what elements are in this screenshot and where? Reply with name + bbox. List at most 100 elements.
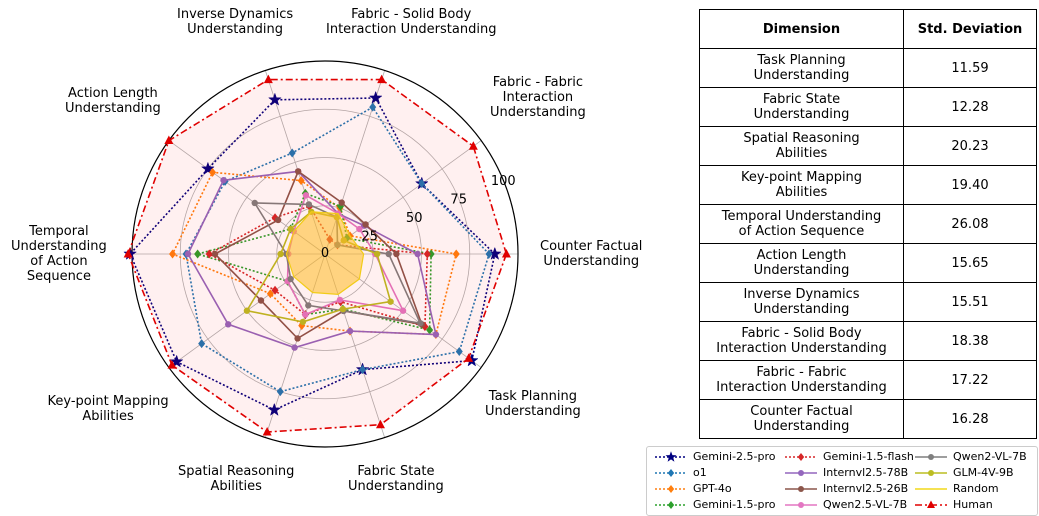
dimension-cell: Fabric - Solid Body Interaction Understa…: [699, 321, 904, 361]
dimension-cell: Counter Factual Understanding: [699, 399, 904, 439]
dimension-cell: Action Length Understanding: [699, 243, 904, 283]
data-point: [368, 90, 383, 104]
legend-label: Internvl2.5-78B: [823, 466, 909, 479]
std-deviation-table: Dimension Std. Deviation Task Planning U…: [699, 9, 1037, 439]
radial-tick-label: 100: [491, 174, 516, 189]
legend-swatch: [915, 470, 947, 476]
legend-swatch: [655, 485, 687, 493]
table-row: Fabric - Solid Body Interaction Understa…: [699, 321, 1037, 361]
legend-swatch: [655, 451, 687, 462]
dimension-cell: Temporal Understanding of Action Sequenc…: [699, 204, 904, 244]
dimension-cell: Task Planning Understanding: [699, 48, 904, 88]
data-point: [455, 347, 463, 357]
data-point: [198, 339, 206, 349]
data-point: [184, 250, 192, 258]
axis-label: Fabric State Understanding: [348, 464, 444, 494]
data-point: [468, 141, 478, 150]
data-point: [501, 249, 511, 258]
legend-label: o1: [693, 466, 707, 479]
std-deviation-cell: 20.23: [903, 126, 1037, 166]
legend-label: GPT-4o: [693, 482, 732, 495]
data-point: [288, 148, 296, 158]
data-point: [432, 331, 440, 338]
dimension-cell: Spatial Reasoning Abilities: [699, 126, 904, 166]
data-point: [263, 74, 273, 84]
legend-swatch: [655, 501, 687, 509]
std-deviation-cell: 15.51: [903, 282, 1037, 322]
legend-label: GLM-4V-9B: [953, 466, 1014, 479]
legend-marker: [798, 502, 804, 508]
data-point: [346, 327, 354, 335]
data-point: [287, 275, 294, 283]
legend-marker: [927, 500, 935, 508]
data-point: [338, 199, 345, 206]
legend-marker: [928, 470, 934, 476]
axis-label: Inverse Dynamics Understanding: [177, 7, 294, 37]
data-point: [414, 250, 421, 258]
legend-marker: [798, 470, 804, 476]
random-area: [286, 211, 364, 295]
std-deviation-cell: 18.38: [903, 321, 1037, 361]
data-point: [362, 221, 369, 228]
data-point: [377, 74, 387, 84]
data-point: [224, 321, 232, 328]
legend-swatch: [915, 488, 947, 490]
dimension-cell: Fabric - Fabric Interaction Understandin…: [699, 360, 904, 400]
data-point: [164, 135, 174, 145]
std-deviation-cell: 12.28: [903, 87, 1037, 127]
data-point: [262, 427, 272, 436]
legend-swatch: [655, 469, 687, 477]
data-point: [291, 344, 298, 351]
data-point: [336, 296, 344, 304]
column-header-std-deviation: Std. Deviation: [903, 9, 1037, 49]
data-point: [356, 225, 363, 233]
data-point: [220, 177, 227, 184]
data-point: [302, 311, 309, 318]
data-point: [287, 225, 294, 233]
data-point: [302, 192, 310, 199]
data-point: [369, 102, 377, 112]
axis-label: Key-point Mapping Abilities: [47, 394, 169, 424]
dimension-cell: Key-point Mapping Abilities: [699, 165, 904, 205]
data-point: [299, 318, 307, 326]
table-header-row: Dimension Std. Deviation: [699, 9, 1037, 49]
std-deviation-cell: 26.08: [903, 204, 1037, 244]
radial-tick-label: 0: [321, 246, 329, 261]
data-point: [266, 289, 274, 299]
legend-label: Gemini-2.5-pro: [693, 450, 776, 463]
axis-label: Fabric - Solid Body Interaction Understa…: [326, 7, 497, 37]
data-point: [385, 250, 392, 258]
data-point: [271, 285, 279, 295]
legend-marker: [797, 453, 805, 461]
radial-tick-label: 75: [450, 193, 467, 208]
legend-marker: [667, 485, 675, 493]
legend-swatch: [785, 486, 817, 492]
axis-label: Counter Factual Understanding: [540, 239, 643, 269]
data-point: [294, 168, 302, 175]
series-line: [285, 211, 365, 296]
data-point: [464, 353, 474, 362]
legend-swatch: [915, 454, 947, 460]
table-row: Temporal Understanding of Action Sequenc…: [699, 204, 1037, 244]
legend-swatch: [785, 502, 817, 508]
legend-label: Human: [953, 498, 993, 511]
legend-label: Qwen2-VL-7B: [953, 450, 1027, 463]
data-point: [200, 161, 215, 175]
data-point: [423, 249, 431, 259]
human-area: [128, 79, 507, 432]
data-point: [169, 249, 177, 259]
std-deviation-cell: 15.65: [903, 243, 1037, 283]
std-deviation-cell: 17.22: [903, 360, 1037, 400]
data-point: [399, 307, 407, 314]
dimension-cell: Fabric State Understanding: [699, 87, 904, 127]
axis-label: Action Length Understanding: [65, 86, 161, 116]
legend-label: Gemini-1.5-pro: [693, 498, 776, 511]
series-random: [285, 211, 365, 296]
